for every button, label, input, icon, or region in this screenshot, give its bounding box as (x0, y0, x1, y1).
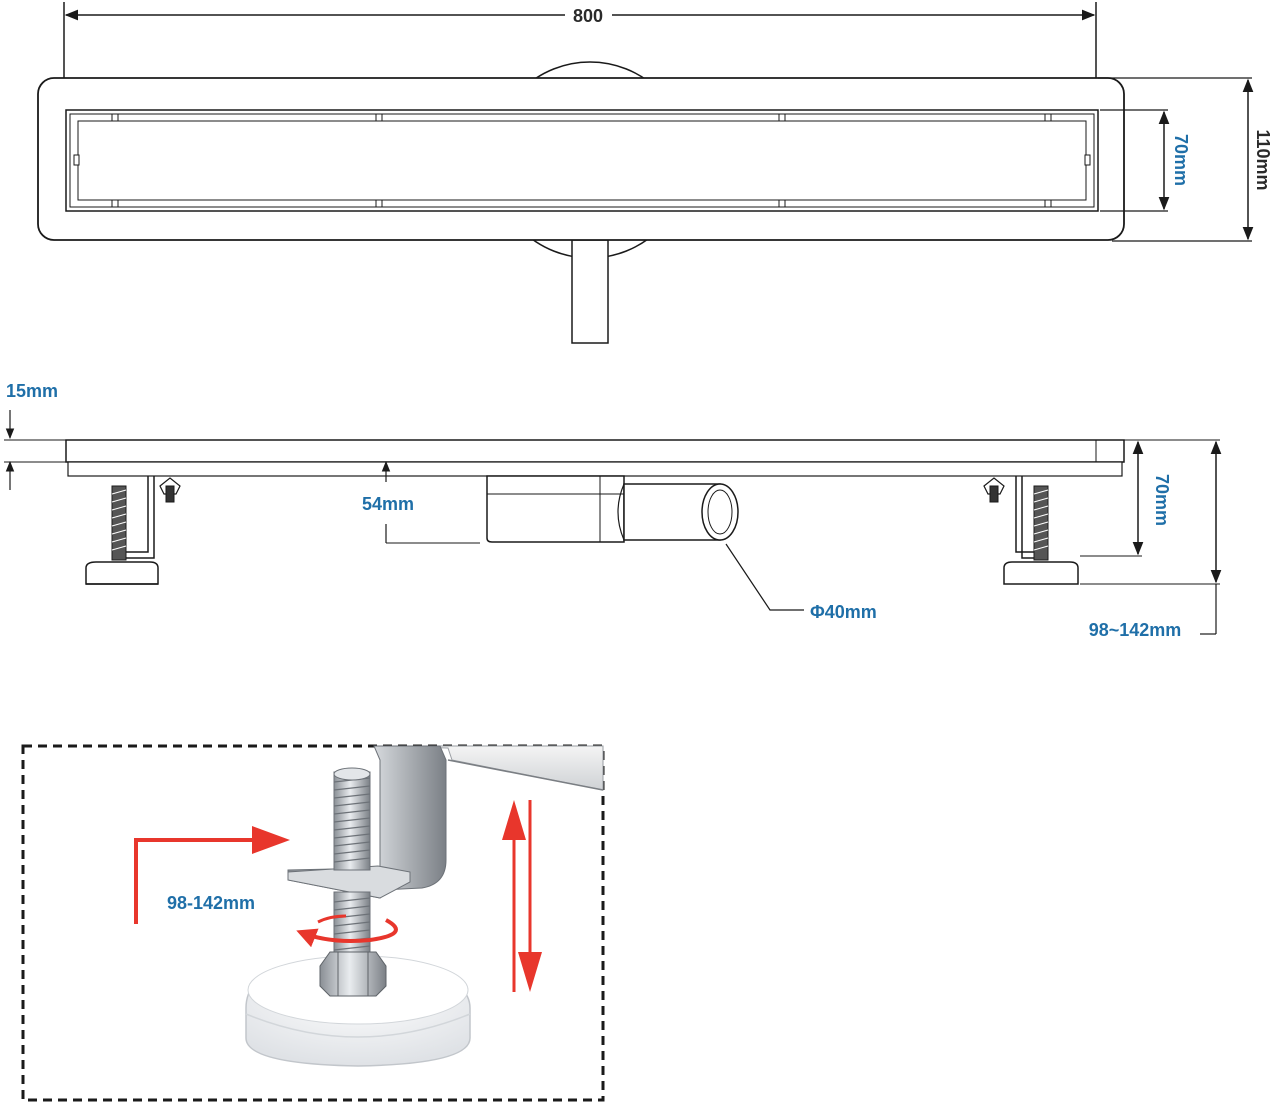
inner-width-label: 70mm (1171, 134, 1191, 186)
adjustable-foot-detail: 98-142mm (21, 744, 605, 1102)
flange-top (65, 439, 1125, 463)
side-view: 15mm 54mm (4, 381, 1222, 640)
outer-width-label: 110mm (1253, 129, 1273, 190)
outlet-opening (701, 483, 739, 541)
height-indicator-arrow-icon (252, 826, 290, 854)
total-height-label: 98~142mm (1089, 620, 1182, 640)
adjust-range-label: 98-142mm (167, 893, 255, 913)
outlet-leader-line (725, 543, 804, 611)
grate-clips (73, 113, 1091, 208)
outlet-diameter-label: Φ40mm (810, 602, 877, 622)
grate-channel (65, 109, 1099, 212)
outlet-pipe (571, 239, 609, 344)
top-view: 800 70mm 110mm (37, 2, 1273, 344)
trap-body (486, 475, 625, 543)
right-foot (983, 476, 1079, 585)
left-foot (85, 476, 181, 585)
down-arrow-icon (518, 952, 542, 992)
body-height-label: 70mm (1152, 474, 1172, 526)
height-indicator-line (134, 838, 260, 924)
length-label: 800 (573, 6, 603, 26)
grate-frame (69, 113, 1095, 208)
rotate-arrow-icon (296, 918, 398, 948)
hex-nut (319, 951, 387, 997)
flange-label: 15mm (6, 381, 58, 401)
up-arrow-icon (502, 800, 526, 840)
channel-body (67, 461, 1123, 477)
trap-depth-label: 54mm (362, 494, 414, 514)
